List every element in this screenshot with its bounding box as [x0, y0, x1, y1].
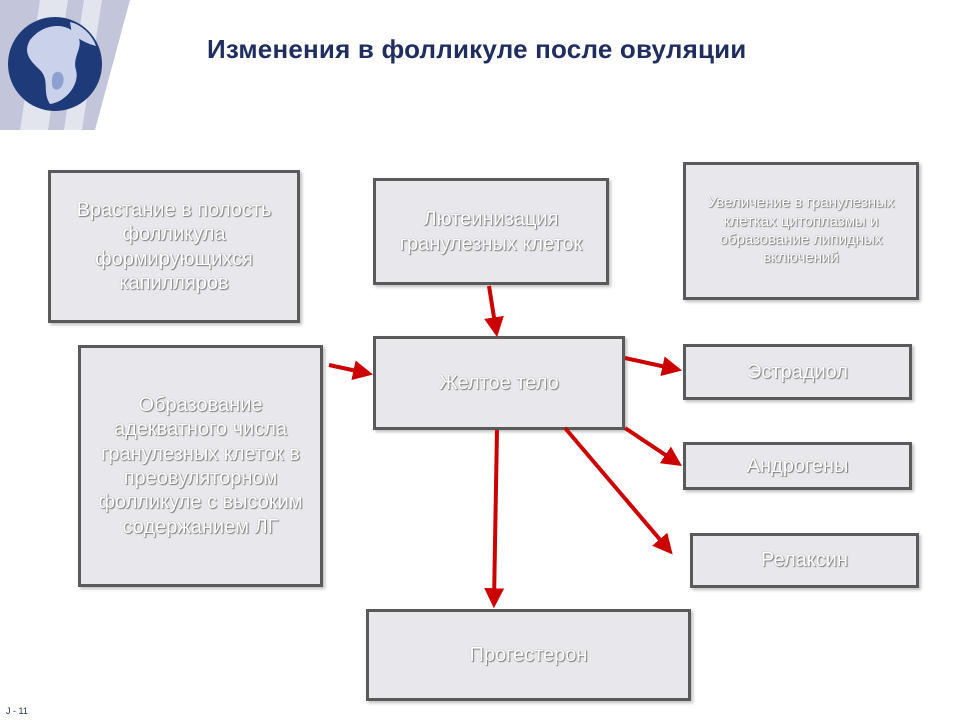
progesterone-text: Прогестерон: [469, 643, 588, 666]
corpus-luteum-box: Желтое тело: [373, 336, 625, 430]
arrow-luteinization-to-corpus: [484, 285, 504, 338]
androgens-text: Андрогены: [746, 454, 849, 477]
arrow-corpus-to-androgens: [623, 426, 682, 466]
relaxin-text: Релаксин: [761, 549, 848, 572]
progesterone-box: Прогестерон: [366, 609, 691, 701]
androgens-box: Андрогены: [683, 442, 912, 490]
cytoplasm-box: Увеличение в гранулезных клетках цитопла…: [683, 162, 919, 300]
granulosa-box: Образование адекватного числа гранулезны…: [78, 345, 323, 587]
capillaries-text: Врастание в полость фолликула формирующи…: [76, 198, 272, 294]
estradiol-text: Эстрадиол: [747, 360, 848, 383]
granulosa-text: Образование адекватного числа гранулезны…: [98, 393, 303, 538]
luteinization-box: Лютеинизация гранулезных клеток: [373, 178, 609, 285]
globe-logo: [0, 0, 135, 130]
estradiol-box: Эстрадиол: [683, 344, 912, 400]
arrow-granulosa-to-corpus: [328, 360, 374, 381]
relaxin-box: Релаксин: [690, 533, 919, 588]
slide-number: J - 11: [6, 706, 28, 716]
capillaries-box: Врастание в полость фолликула формирующи…: [48, 170, 300, 323]
arrow-corpus-to-progesterone: [484, 429, 505, 609]
corpus-luteum-text: Желтое тело: [439, 371, 559, 394]
luteinization-text: Лютеинизация гранулезных клеток: [399, 208, 583, 255]
arrow-corpus-to-relaxin: [563, 426, 673, 555]
page-title: Изменения в фолликуле после овуляции: [207, 34, 747, 64]
arrow-corpus-to-estradiol: [624, 356, 683, 377]
cytoplasm-text: Увеличение в гранулезных клетках цитопла…: [707, 194, 895, 267]
